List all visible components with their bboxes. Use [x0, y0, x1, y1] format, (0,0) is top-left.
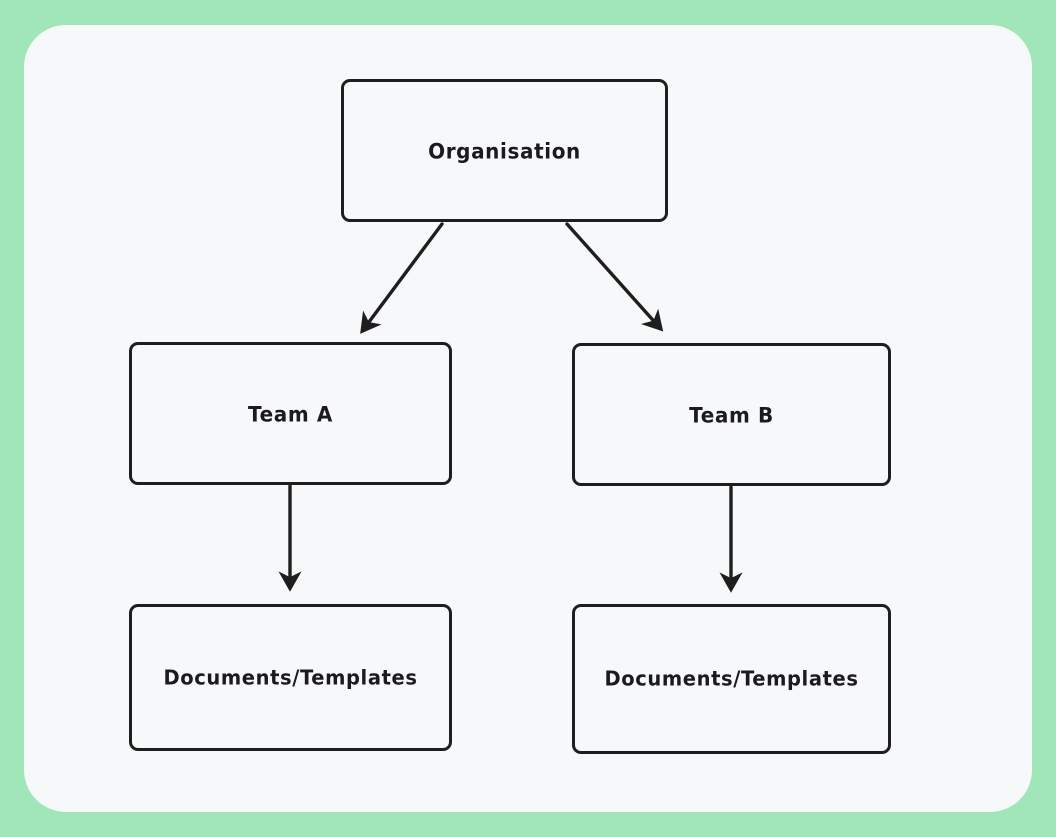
- node-organisation-label: Organisation: [428, 137, 581, 164]
- diagram-canvas: Organisation Team A Team B Documents/Tem…: [24, 25, 1032, 812]
- node-documents-templates-a[interactable]: Documents/Templates: [129, 604, 452, 751]
- node-team-a-label: Team A: [248, 400, 333, 427]
- node-team-b[interactable]: Team B: [572, 343, 891, 486]
- edge-organisation-to-team-b: [565, 222, 664, 332]
- node-team-b-label: Team B: [689, 401, 774, 428]
- node-organisation[interactable]: Organisation: [341, 79, 668, 222]
- connector-layer: [278, 222, 743, 593]
- node-documents-templates-b-label: Documents/Templates: [604, 666, 859, 691]
- node-team-a[interactable]: Team A: [129, 342, 452, 485]
- node-documents-templates-b[interactable]: Documents/Templates: [572, 604, 891, 754]
- node-documents-templates-a-label: Documents/Templates: [163, 665, 418, 690]
- edge-organisation-to-team-a: [360, 222, 444, 334]
